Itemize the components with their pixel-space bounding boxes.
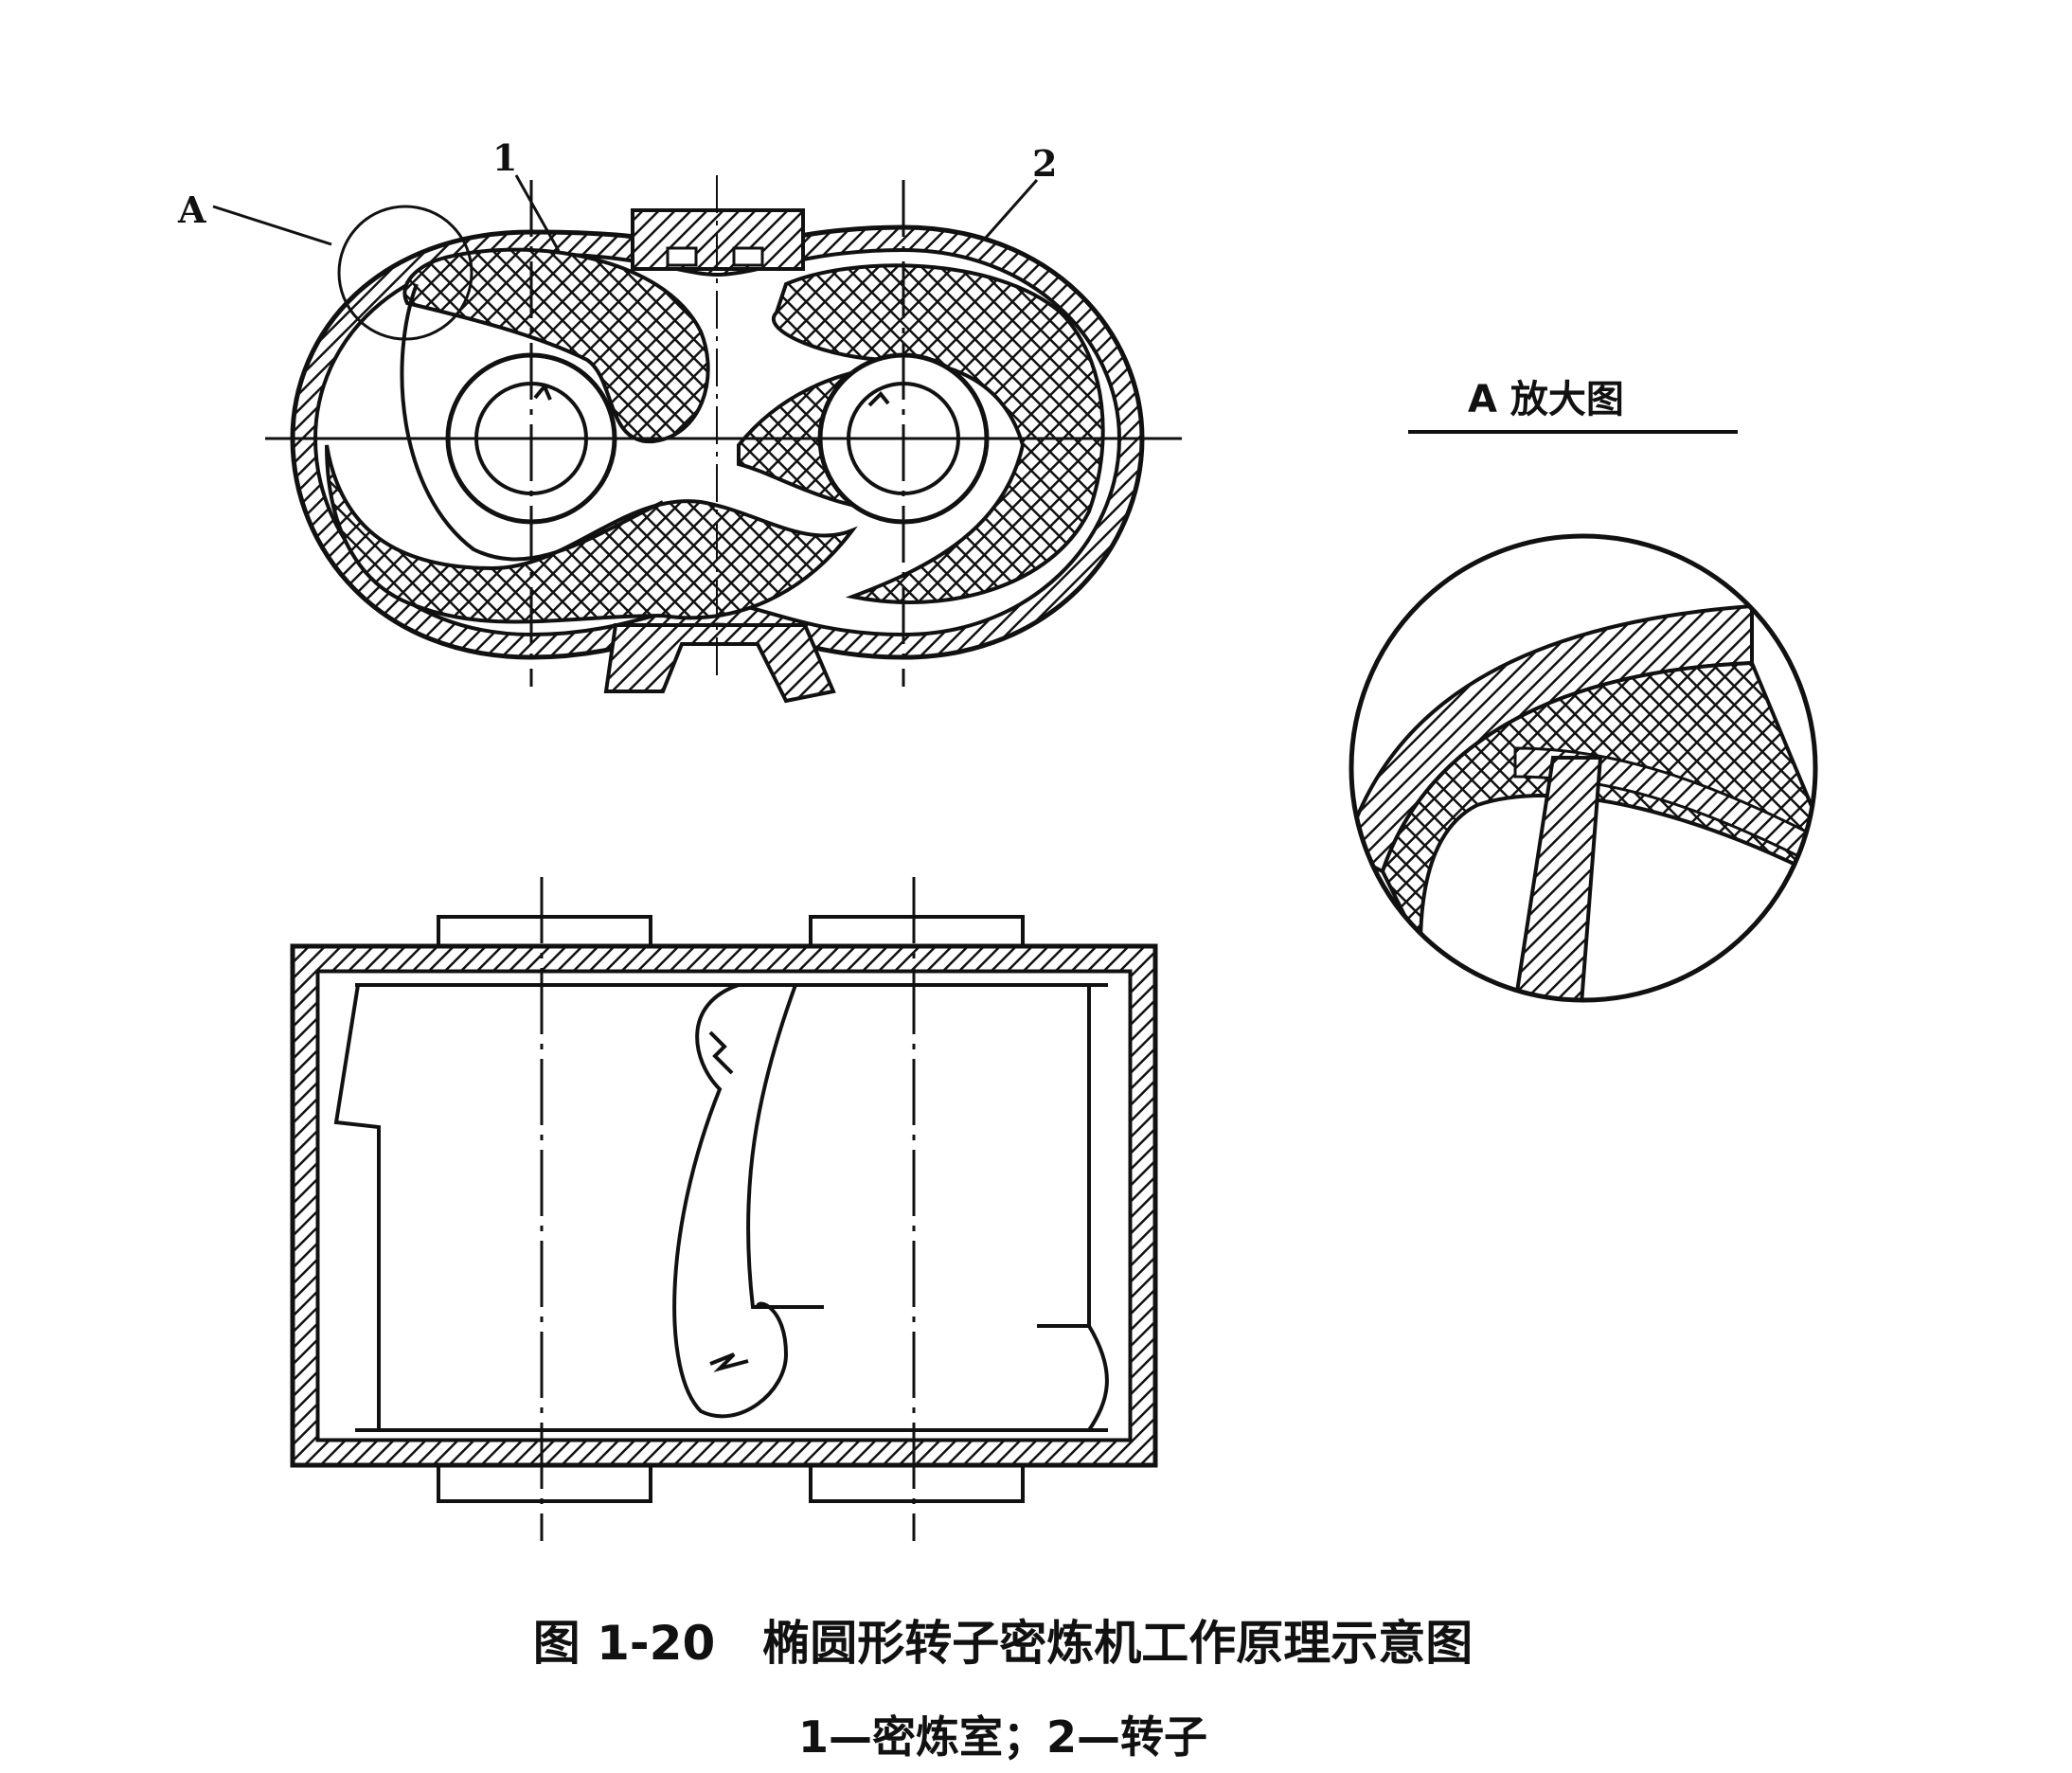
rotor-1-outline [400,283,664,562]
detail-a-view: A 放大图 [1349,378,1818,1003]
longitudinal-view [290,877,1158,1541]
leader-a [212,205,332,246]
break-mark-top [708,1030,734,1075]
detail-title: A 放大图 [1468,378,1624,421]
figure-caption: 图 1-20 椭圆形转子密炼机工作原理示意图 [533,1616,1474,1671]
leader-1 [514,174,561,252]
figure-legend: 1—密炼室；2—转子 [798,1711,1207,1763]
cross-section-view: A 1 2 [177,136,1182,704]
discharge-door [603,623,836,704]
label-2: 2 [1032,142,1057,185]
rotor-body-left [333,983,789,1430]
chamber-inner [316,970,1132,1442]
ram-slot [666,246,698,267]
rotor-body-right [746,984,1109,1432]
label-a: A [177,188,206,231]
ram-slot [732,246,764,267]
detail-circle [1349,533,1818,1003]
detail-spoke [1512,756,1603,1000]
detail-a-marker [337,205,473,341]
leader-2 [983,179,1039,240]
rotation-arrow-right [867,391,890,407]
rotation-arrow-left [533,383,552,401]
detail-rotor [1380,660,1815,948]
label-1: 1 [492,136,517,179]
break-mark-bottom [709,1352,749,1372]
